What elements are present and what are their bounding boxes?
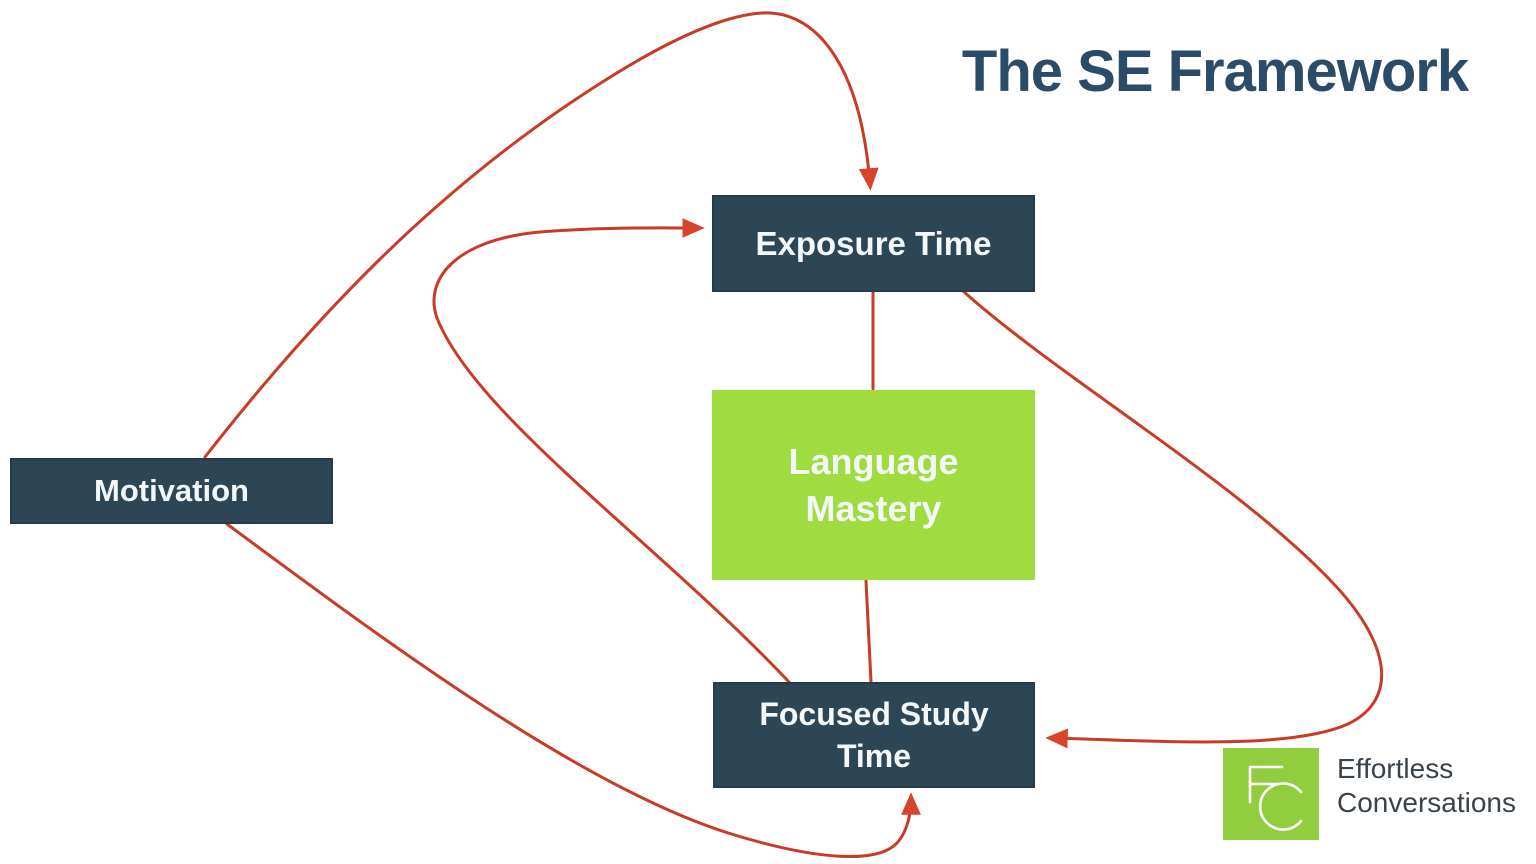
logo-monogram-ec-icon [1248, 765, 1303, 831]
brand-name-line2: Conversations [1337, 787, 1516, 818]
brand-logo-text: Effortless Conversations [1337, 752, 1516, 820]
node-motivation-label: Motivation [94, 473, 249, 508]
node-exposure-time-label: Exposure Time [755, 224, 992, 262]
node-focused-study-time-label-line2: Time [836, 738, 912, 774]
edge-focused-to-exposure [432, 218, 792, 685]
node-language-mastery-label-line1: Language [788, 441, 959, 482]
node-exposure-time: Exposure Time [712, 195, 1035, 292]
diagram-title: The SE Framework [961, 39, 1469, 104]
node-focused-study-time: Focused Study Time [713, 682, 1035, 788]
edge-exposure-to-focused [961, 289, 1384, 749]
node-language-mastery-label-line2: Mastery [805, 488, 942, 529]
edge-mastery-to-focused [864, 579, 873, 684]
brand-logo-mark [1223, 748, 1319, 840]
logo-monogram-c [1258, 782, 1303, 831]
edge-motivation-to-focused [225, 522, 921, 859]
node-focused-study-time-label-line1: Focused Study [759, 696, 989, 732]
node-language-mastery: Language Mastery [712, 390, 1035, 580]
brand-name-line1: Effortless [1337, 753, 1454, 784]
edge-motivation-to-exposure [203, 11, 879, 459]
node-motivation: Motivation [10, 458, 333, 524]
